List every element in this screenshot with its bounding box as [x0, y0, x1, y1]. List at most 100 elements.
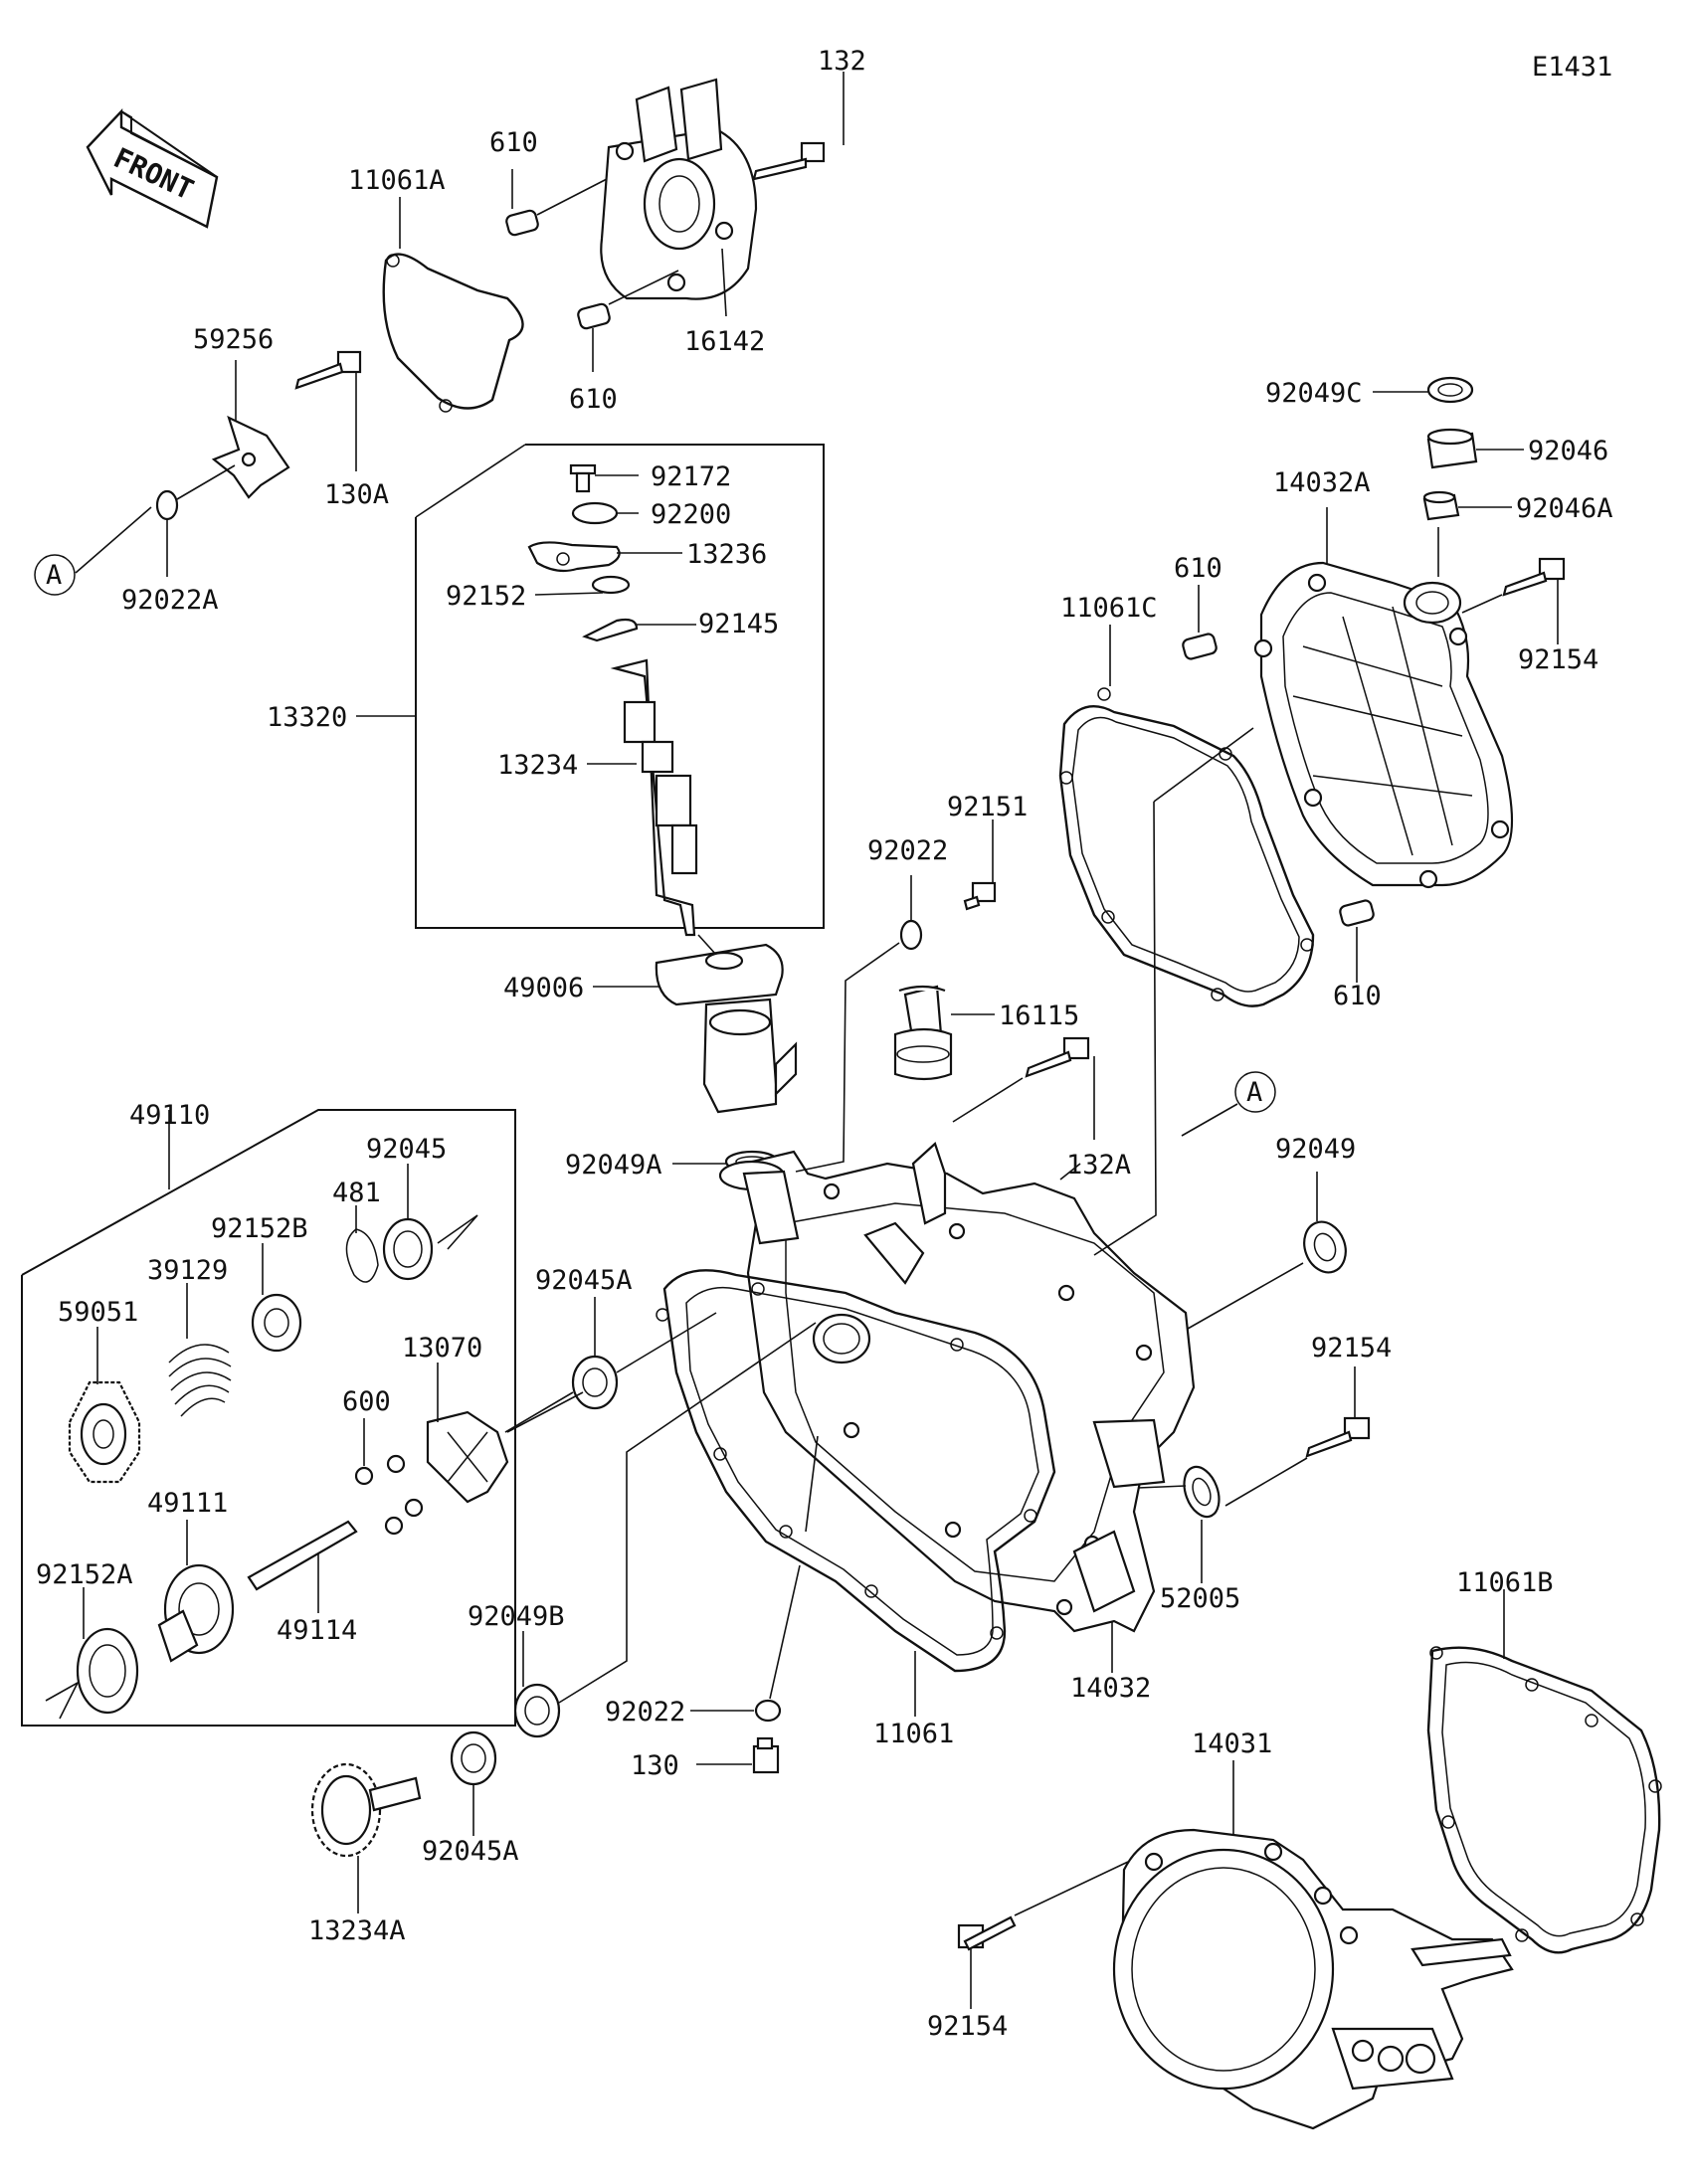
- seal-52005: [1137, 1465, 1221, 1583]
- shaft-13234: [587, 658, 698, 937]
- clutch-cover-14032: [718, 1142, 1196, 1633]
- bearing-92046: [1426, 428, 1524, 469]
- label-92045: 92045: [366, 1134, 447, 1165]
- label-49111: 49111: [147, 1488, 228, 1519]
- part-labels: E1431 132 610 11061A 16142 610 59256 130…: [36, 46, 1613, 2042]
- bolt-132: [752, 72, 845, 181]
- water-pump-cover-16142: [600, 78, 758, 300]
- label-16142: 16142: [684, 326, 765, 357]
- holder-49111: [157, 1520, 235, 1663]
- housing-49006: [593, 943, 798, 1114]
- group-frame-49110: [21, 1109, 516, 1727]
- label-92152a: 92152A: [36, 1559, 133, 1590]
- label-92154-right-mid: 92154: [1311, 1333, 1392, 1364]
- label-49114: 49114: [277, 1615, 357, 1646]
- bolt-92154-bottom: [957, 1861, 1129, 2009]
- label-59256: 59256: [193, 324, 274, 355]
- oil-seal-92049c: [1373, 376, 1474, 404]
- label-92200: 92200: [651, 499, 731, 530]
- oil-seal-92049: [1187, 1172, 1347, 1330]
- group-frame-13320: [415, 444, 825, 929]
- bearing-92046a: [1422, 490, 1512, 521]
- label-481: 481: [332, 1178, 381, 1208]
- washer-92152b: [251, 1243, 302, 1353]
- clutch-outer-cover-14032a: [1253, 507, 1514, 889]
- dowel-610-top: [505, 169, 608, 237]
- label-92145: 92145: [698, 609, 779, 639]
- label-92046: 92046: [1528, 436, 1608, 466]
- label-16115: 16115: [999, 1001, 1079, 1031]
- label-130a: 130A: [324, 479, 389, 510]
- label-13234a: 13234A: [308, 1915, 406, 1946]
- bolt-130a: [294, 350, 362, 471]
- bolt-130: [696, 1736, 780, 1774]
- label-92022-upper: 92022: [867, 835, 948, 866]
- label-13234: 13234: [497, 750, 578, 781]
- label-92022-lower: 92022: [605, 1697, 685, 1728]
- label-11061a: 11061A: [348, 165, 446, 196]
- label-92045a-lower: 92045A: [422, 1836, 519, 1867]
- washer-92022-lower: [690, 1564, 801, 1723]
- label-52005: 52005: [1160, 1583, 1240, 1614]
- label-92046a: 92046A: [1516, 493, 1613, 524]
- gasket-11061: [656, 1269, 1056, 1717]
- ref-marker-a-right: [1234, 1071, 1276, 1113]
- ref-marker-a-right-label: A: [1246, 1077, 1262, 1108]
- ref-marker-a-left-label: A: [46, 560, 62, 591]
- bolt-92154-right-top: [1461, 557, 1566, 644]
- label-92022a: 92022A: [121, 585, 219, 616]
- label-11061c: 11061C: [1060, 593, 1158, 624]
- label-11061: 11061: [873, 1719, 954, 1749]
- bearing-92045a-lower: [450, 1730, 497, 1836]
- washer-92022-upper: [795, 875, 923, 1173]
- label-92154-right-top: 92154: [1518, 644, 1598, 675]
- label-130: 130: [631, 1750, 679, 1781]
- label-59051: 59051: [58, 1297, 138, 1328]
- label-92154-bottom: 92154: [927, 2011, 1008, 2042]
- label-132: 132: [818, 46, 866, 77]
- circlip-481: [345, 1205, 379, 1283]
- label-13236: 13236: [686, 539, 767, 570]
- bolt-132a: [952, 1036, 1095, 1181]
- spring-39129: [168, 1283, 232, 1417]
- label-14031: 14031: [1192, 1729, 1272, 1759]
- diagram-id: E1431: [1532, 52, 1612, 83]
- label-610-top: 610: [489, 127, 538, 158]
- label-132a: 132A: [1066, 1150, 1131, 1181]
- dowel-610-right-lower: [1339, 899, 1375, 983]
- gasket-11061c: [1058, 625, 1315, 1007]
- label-14032a: 14032A: [1273, 467, 1371, 498]
- label-92049c: 92049C: [1265, 378, 1363, 409]
- shaft-49114: [247, 1520, 358, 1613]
- impeller-13070: [426, 1363, 584, 1504]
- front-arrow-icon: FRONT: [86, 107, 219, 229]
- washer-92152: [534, 575, 631, 596]
- label-610-lower: 610: [569, 384, 618, 415]
- impeller-59256: [211, 360, 290, 499]
- lever-13236: [527, 541, 682, 573]
- ref-marker-a-left: [34, 554, 76, 596]
- label-49110: 49110: [129, 1100, 210, 1131]
- bearing-92045a-upper: [504, 1297, 717, 1433]
- gasket-11061b: [1426, 1589, 1662, 1954]
- label-11061b: 11061B: [1456, 1567, 1554, 1598]
- pin-92145: [582, 618, 696, 642]
- label-14032: 14032: [1070, 1673, 1151, 1704]
- bolt-92151: [963, 819, 997, 911]
- gasket-11061a: [382, 197, 524, 413]
- label-92049: 92049: [1275, 1134, 1356, 1165]
- generator-cover-14031: [1112, 1760, 1514, 2130]
- label-92152: 92152: [446, 581, 526, 612]
- dowel-610-right-top: [1182, 585, 1218, 660]
- label-610-right-top: 610: [1174, 553, 1222, 584]
- label-92152b: 92152B: [211, 1213, 308, 1244]
- label-92049a: 92049A: [565, 1150, 662, 1181]
- label-610-right-lower: 610: [1333, 981, 1382, 1011]
- gear-59051: [68, 1327, 141, 1484]
- label-92151: 92151: [947, 792, 1028, 822]
- label-13320: 13320: [267, 702, 347, 733]
- label-39129: 39129: [147, 1255, 228, 1286]
- label-92045a-upper: 92045A: [535, 1265, 633, 1296]
- washer-92022a: [155, 489, 179, 577]
